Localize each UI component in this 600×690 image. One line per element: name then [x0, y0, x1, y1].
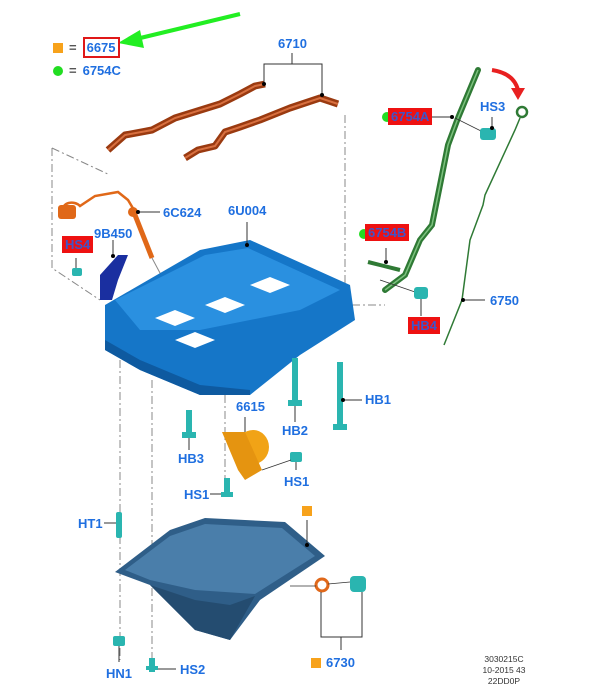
legend-part-6675[interactable]: 6675: [82, 37, 120, 58]
bolt-HS3: [454, 117, 496, 140]
leader-6710: [263, 53, 323, 95]
bolt-HB2: [288, 358, 302, 406]
callout-HB1[interactable]: HB1: [365, 392, 392, 407]
callout-HT1[interactable]: HT1: [78, 516, 103, 531]
callout-HB3[interactable]: HB3: [178, 451, 205, 466]
rotate-arrow-icon: [491, 68, 525, 100]
legend-row-6675: = 6675: [53, 37, 120, 58]
callout-HS3[interactable]: HS3: [480, 99, 506, 114]
bolt-HB3: [182, 410, 196, 438]
callout-6750[interactable]: 6750: [490, 293, 519, 308]
callout-HN1[interactable]: HN1: [106, 666, 133, 681]
callout-6615[interactable]: 6615: [236, 399, 265, 414]
oil-pickup-6615: [222, 430, 269, 480]
reference-date: 10-2015 43: [482, 665, 526, 675]
callout-6710[interactable]: 6710: [278, 36, 307, 51]
legend-equals: =: [69, 40, 77, 55]
callout-6U004[interactable]: 6U004: [228, 203, 267, 218]
legend-row-6754C: = 6754C: [53, 63, 121, 78]
callout-HS1-right[interactable]: HS1: [284, 474, 310, 489]
bolt-HB1: [333, 362, 347, 430]
callout-HS4[interactable]: HS4: [62, 236, 94, 253]
orange-square-icon: [302, 506, 312, 516]
callout-6754A[interactable]: 6754A: [388, 108, 433, 125]
reference-id: 22DD0P: [487, 676, 521, 686]
legend-part-6754C[interactable]: 6754C: [82, 63, 121, 78]
nut-HN1: [113, 636, 125, 646]
green-dot-icon: [53, 65, 63, 76]
green-dot-icon: [359, 229, 369, 239]
bolt-HB4: [379, 279, 428, 299]
bolt-HS2: [146, 658, 158, 672]
callout-6730[interactable]: 6730: [326, 655, 355, 670]
orange-square-icon: [311, 658, 321, 668]
diagram-reference: 3030215C 10-2015 43 22DD0P: [464, 654, 544, 687]
callout-6754B[interactable]: 6754B: [365, 224, 410, 241]
dipstick-6750: [443, 105, 529, 346]
callout-HB4[interactable]: HB4: [408, 317, 441, 334]
gasket-6710: [105, 80, 340, 161]
orange-square-icon: [53, 42, 63, 53]
callout-HS1-left[interactable]: HS1: [184, 487, 210, 502]
legend-equals: =: [69, 63, 77, 78]
callout-9B450[interactable]: 9B450: [94, 226, 133, 241]
callout-HS2[interactable]: HS2: [180, 662, 206, 677]
sensor-6C624: [58, 190, 155, 259]
drain-plug-6730: [290, 576, 366, 593]
green-arrow-icon: [118, 12, 241, 48]
oil-pan-6675: [115, 518, 325, 640]
stud-HT1: [116, 512, 122, 538]
callout-6C624[interactable]: 6C624: [163, 205, 202, 220]
reference-code: 3030215C: [484, 654, 524, 664]
callout-HB2[interactable]: HB2: [282, 423, 309, 438]
bracket-9B450: [100, 255, 128, 300]
green-dot-icon: [382, 112, 392, 122]
bolt-HS1-a: [261, 452, 302, 471]
bedplate-6U004: [105, 240, 355, 395]
bolt-HS1-b: [221, 478, 233, 497]
bolt-HS4: [72, 268, 82, 276]
